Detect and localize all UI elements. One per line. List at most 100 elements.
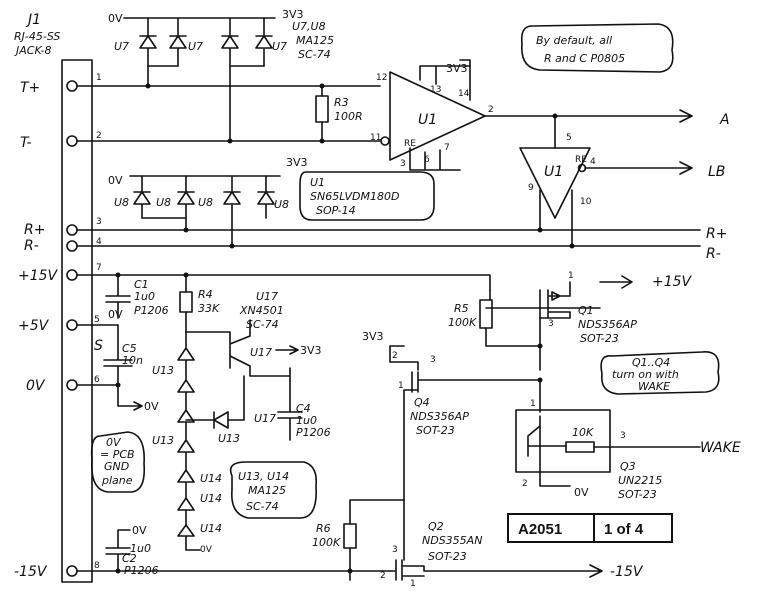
u13u14-refs: U13, U14 (238, 470, 289, 483)
r3-body (315, 95, 329, 123)
u1-receiver: 5 U1 RE 4 LB 9 10 R+ R- (519, 115, 727, 262)
gnd-0v: 0V (200, 545, 213, 555)
wire-plus15 (76, 274, 491, 291)
q1-pkg: SOT-23 (580, 332, 619, 345)
rail-label-3v3: 3V3 (286, 156, 308, 169)
u1-pin: 7 (444, 143, 450, 153)
junction-dot (537, 343, 543, 349)
c1-gnd: 0V (108, 308, 123, 321)
u7u8-pkg: SC-74 (298, 48, 331, 61)
mosfet-q2: R6 100K 3 2 1 Q2 NDS355AN SOT-23 -15V (312, 499, 644, 589)
q2-body (389, 499, 603, 581)
capacitor-c2: 0V 1u0 C2 P1206 (105, 524, 159, 577)
u17-ref: U17 (256, 290, 278, 303)
q4-pin: 2 (392, 351, 398, 361)
u17-label: U17 (250, 346, 272, 359)
title-block: A2051 1 of 4 (507, 513, 673, 543)
c1-pkg: P1206 (134, 304, 169, 317)
rx-pin: 9 (528, 183, 534, 193)
gnd-note-bubble (90, 431, 146, 493)
q3-pkg: SOT-23 (618, 488, 657, 501)
j1-pin-2 (66, 135, 78, 147)
tvs-diode-icon (133, 191, 151, 219)
j1-pin-4 (66, 240, 78, 252)
r6-body (343, 523, 357, 549)
net-label-rplus: R+ (706, 226, 727, 242)
q3-ref: Q3 (620, 460, 636, 473)
wire-u7-drops (147, 17, 265, 36)
junction-dot (537, 227, 543, 233)
wake-note-bubble (600, 351, 720, 395)
tvs-array-u7: 0V 3V3 U7 U7 U7 U7,U8 MA125 SC-74 (108, 8, 334, 144)
u1-invert-bubble (380, 136, 390, 146)
q2-ref: Q2 (428, 520, 444, 533)
u1-pin: 11 (370, 133, 381, 143)
q1-wires (485, 275, 633, 309)
title-block-frame (507, 513, 673, 543)
u8-label: U8 (114, 196, 129, 209)
u7-label: U7 (114, 40, 129, 53)
u1-label: U1 (418, 112, 437, 128)
q3-resistor (565, 441, 595, 453)
wake-note-line: Q1..Q4 (632, 356, 670, 369)
net-label-wake: WAKE (700, 440, 741, 456)
j1-part: RJ-45-SS (14, 30, 60, 43)
junction-dot (183, 227, 189, 233)
junction-dot (319, 83, 325, 89)
net-label-rminus: R- (706, 246, 721, 262)
j1-pin-6 (66, 379, 78, 391)
r6-wires (349, 499, 405, 581)
rail-label-3v3: 3V3 (282, 8, 304, 21)
q3-part: UN2215 (618, 474, 662, 487)
u1-part: SN65LVDM180D (310, 190, 400, 203)
wire-u7-bottom (147, 65, 265, 142)
c4-symbol (277, 375, 303, 441)
u1-part-note: U1 SN65LVDM180D SOP-14 (299, 171, 435, 221)
q3-pin: 1 (530, 399, 536, 409)
tvs-diode-icon (139, 35, 157, 67)
u1-pin: 3 (400, 159, 406, 169)
net-label-minus15: -15V (610, 564, 644, 580)
c1-ref: C1 (134, 278, 149, 291)
u1-driver: 12 11 2 U1 13 14 3V3 RE 3 6 7 A (370, 59, 730, 171)
q3-pin: 2 (522, 479, 528, 489)
j1-pin-num: 7 (96, 263, 102, 273)
j1-body (61, 59, 93, 583)
u13-label: U13 (152, 364, 174, 377)
tvs-diode-icon (257, 191, 275, 219)
q4-part: NDS356AP (410, 410, 469, 423)
j1-net-label: T- (20, 135, 32, 151)
c4-ref: C4 (296, 402, 311, 415)
q4-pin: 1 (398, 381, 404, 391)
junction-dot (347, 568, 353, 574)
j1-net-label: R- (24, 238, 39, 254)
gnd-note-line: 0V (106, 436, 122, 449)
j1-shield-label: S (94, 338, 103, 354)
note-wake: Q1..Q4 turn on with WAKE (600, 351, 720, 395)
c2-pkg: P1206 (124, 564, 159, 577)
u13-label: U13 (152, 434, 174, 447)
power-section: C1 1u0 P1206 0V R4 33K C5 10n 0V U17 XN4… (103, 272, 331, 555)
r6-ref: R6 (316, 522, 331, 535)
r3-ref: R3 (334, 96, 349, 109)
net-label-a: A (719, 112, 730, 128)
u7-label: U7 (188, 40, 203, 53)
wire-u8-bottom (141, 217, 187, 231)
j1-ref: J1 (25, 12, 41, 28)
r5-ref: R5 (454, 302, 469, 315)
q4-body (389, 345, 541, 501)
u1-pin: 13 (430, 85, 441, 95)
rail-label-3v3: 3V3 (446, 62, 468, 75)
gnd-note-line: plane (101, 474, 133, 487)
drawing-number: A2051 (518, 521, 562, 538)
c5-ref: C5 (122, 342, 137, 355)
junction-dot (229, 243, 235, 249)
c1-value: 1u0 (134, 290, 155, 303)
u1-pin: 2 (488, 105, 494, 115)
j1-net-label: -15V (14, 564, 48, 580)
j1-net-label: R+ (24, 222, 45, 238)
u1-re: RE (404, 139, 416, 149)
u14-label: U14 (200, 522, 222, 535)
note-bubble (520, 23, 674, 73)
rx-label: U1 (544, 164, 563, 180)
